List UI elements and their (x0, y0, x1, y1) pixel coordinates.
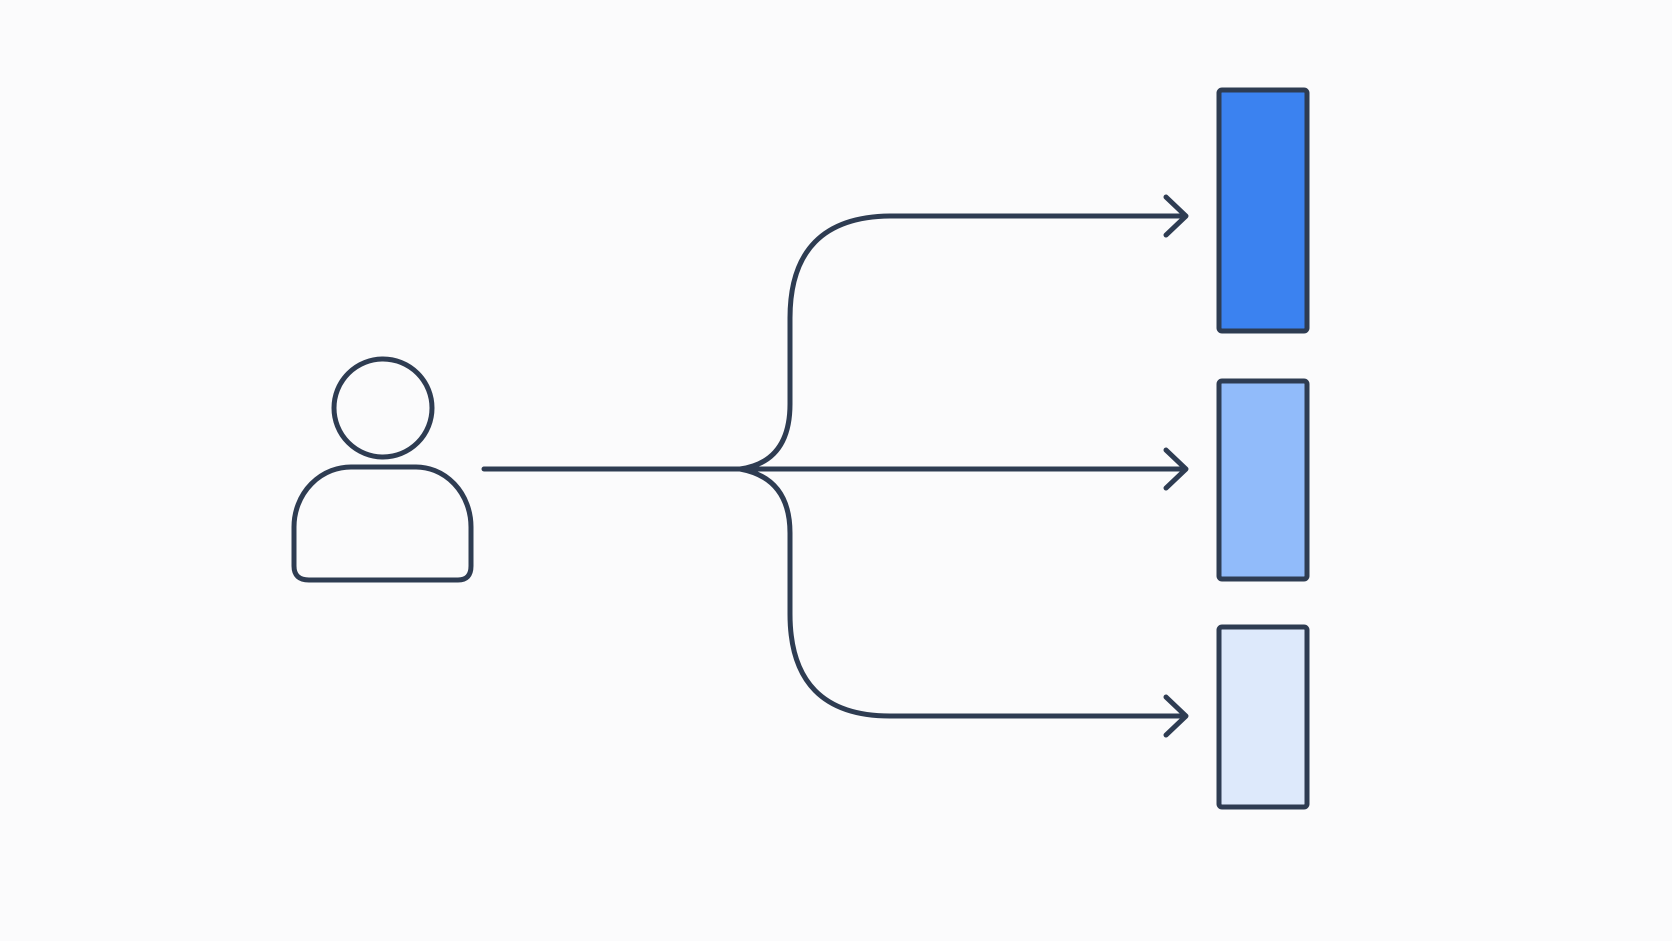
target-rect-bottom (1216, 624, 1310, 810)
arrowhead-lower (1163, 694, 1189, 738)
arrowhead-middle (1163, 447, 1189, 491)
branch-upper (737, 213, 1186, 472)
branch-lower (737, 466, 1186, 719)
user-icon (291, 356, 474, 583)
arrowhead-upper (1163, 194, 1189, 238)
target-rect-middle (1216, 378, 1310, 582)
target-rect-top (1216, 87, 1310, 334)
branching-arrow-icon (481, 194, 1189, 738)
